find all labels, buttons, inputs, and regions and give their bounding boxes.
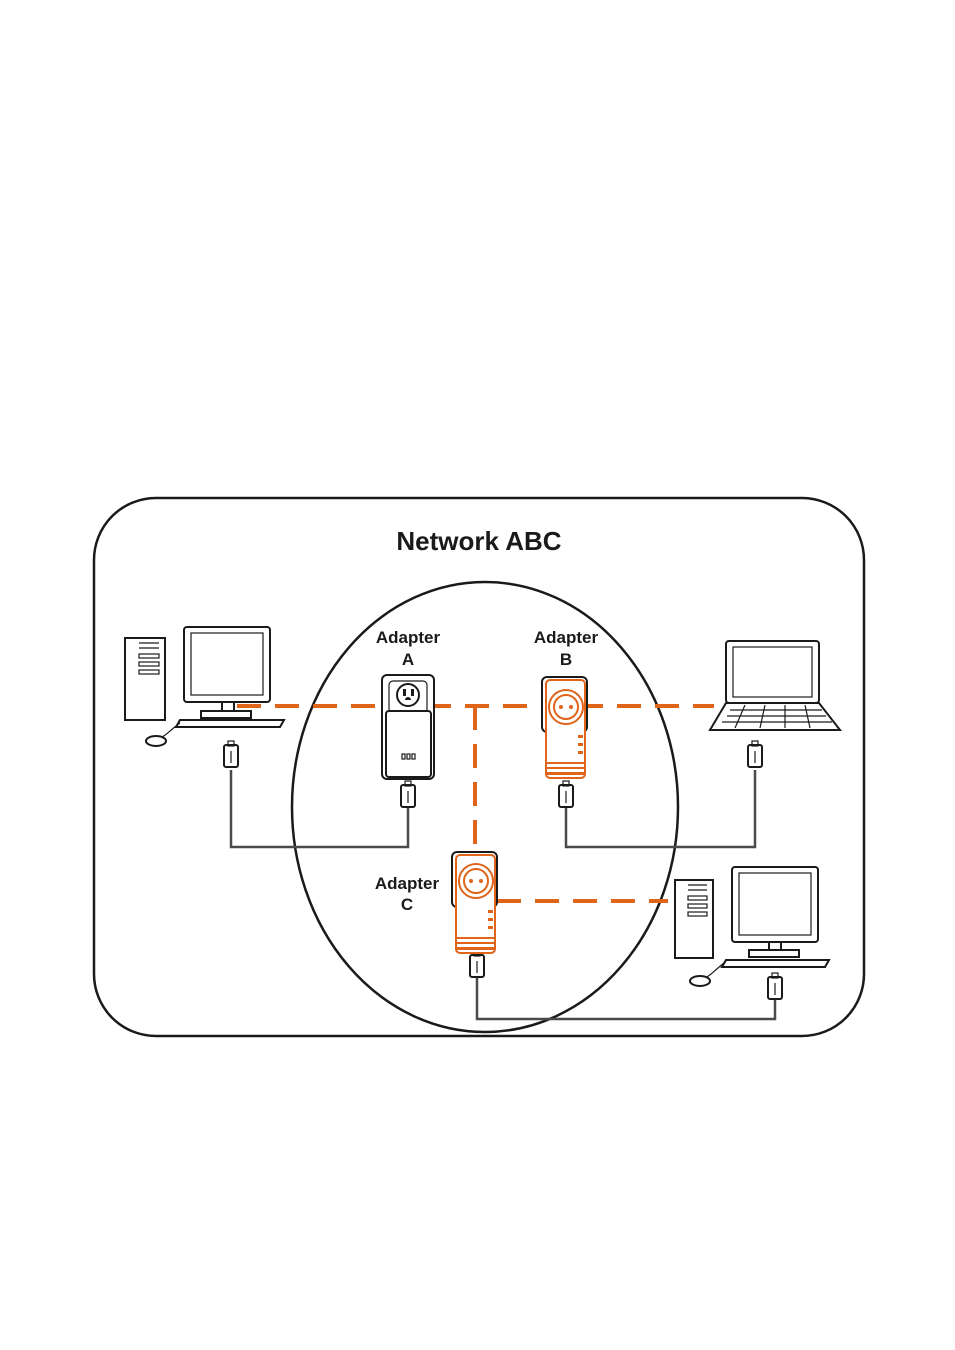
adapter-c-letter: C [401,895,413,914]
ethernet-cable-pc1-adapter-a [231,770,408,847]
adapter-b-device [542,677,587,778]
ethernet-plug-icon [748,741,762,767]
ethernet-plugs [224,741,782,999]
adapter-b-letter: B [560,650,572,669]
ethernet-cable-adapter-c-pc2 [477,978,775,1019]
desktop-computer-icon [125,627,284,746]
adapter-b-label: Adapter [534,628,599,647]
ethernet-cable-adapter-b-laptop [566,770,755,847]
ethernet-plug-icon [224,741,238,767]
adapter-a-device [382,675,434,779]
diagram-title: Network ABC [396,526,561,556]
adapter-a-label: Adapter [376,628,441,647]
ethernet-plug-icon [768,973,782,999]
ethernet-plug-icon [401,781,415,807]
ethernet-plug-icon [470,951,484,977]
adapter-c-label: Adapter [375,874,440,893]
adapter-c-device [452,852,497,953]
desktop-computer-icon [675,867,829,986]
laptop-computer-icon [710,641,840,730]
adapter-a-letter: A [402,650,414,669]
ethernet-plug-icon [559,781,573,807]
